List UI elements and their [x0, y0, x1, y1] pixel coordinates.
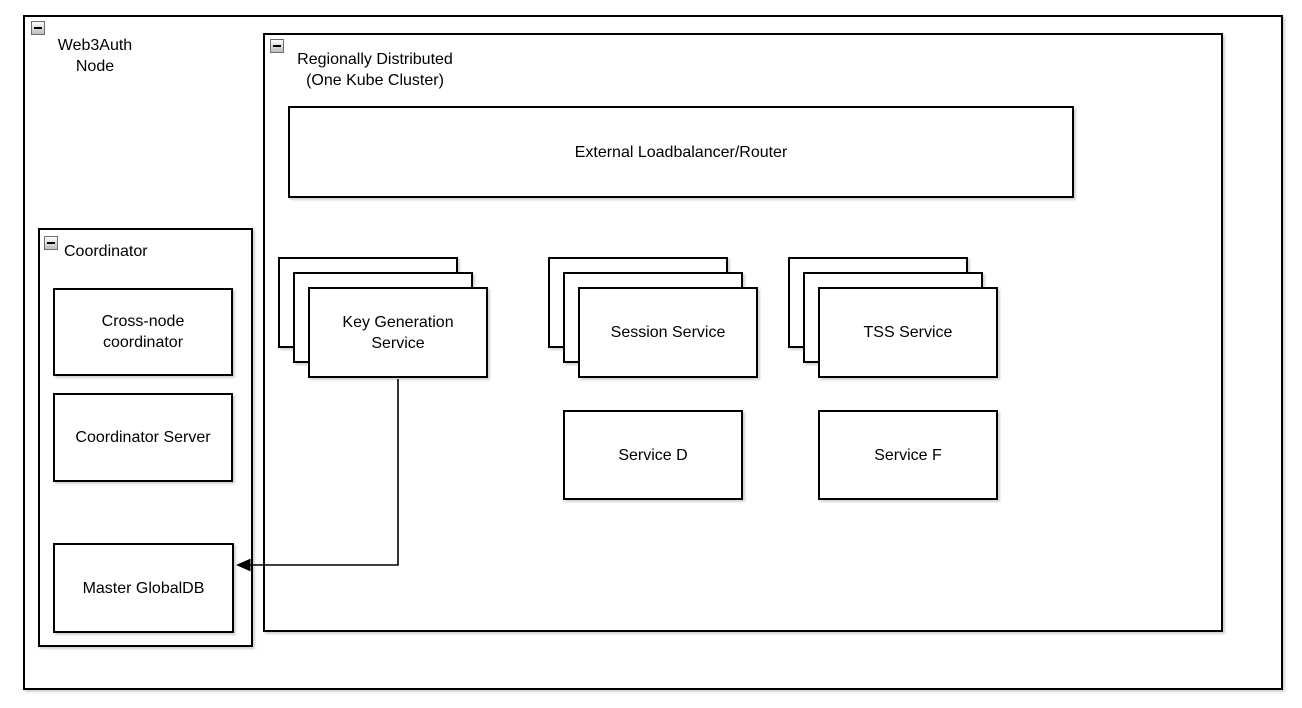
collapse-icon-coordinator[interactable] [44, 236, 58, 250]
node-label: Key Generation Service [342, 313, 454, 352]
node-label: Coordinator Server [75, 429, 211, 446]
node-external-loadbalancer: External Loadbalancer/Router [288, 106, 1074, 198]
group-coordinator: Coordinator Cross-node coordinator Coord… [38, 228, 253, 647]
minus-icon [47, 242, 55, 244]
node-coordinator-server: Coordinator Server [53, 393, 233, 482]
node-session-service: Session Service [578, 287, 758, 378]
node-key-generation-service: Key Generation Service [308, 287, 488, 378]
group-title-web3auth: Web3Auth Node [57, 37, 133, 75]
node-label: External Loadbalancer/Router [574, 143, 788, 161]
collapse-icon-web3auth[interactable] [31, 21, 45, 35]
minus-icon [273, 45, 281, 47]
node-label: Service F [874, 446, 942, 464]
group-title-coordinator: Coordinator [64, 243, 148, 260]
node-tss-service: TSS Service [818, 287, 998, 378]
node-service-f: Service F [818, 410, 998, 500]
group-title-region: Regionally Distributed (One Kube Cluster… [297, 51, 453, 89]
minus-icon [34, 27, 42, 29]
node-label: Master GlobalDB [82, 579, 205, 597]
collapse-icon-region[interactable] [270, 39, 284, 53]
node-label: Session Service [610, 324, 726, 341]
node-master-globaldb: Master GlobalDB [53, 543, 234, 633]
node-label: Service D [618, 446, 688, 464]
node-label: Cross-node coordinator [101, 313, 185, 351]
node-cross-node-coordinator: Cross-node coordinator [53, 288, 233, 376]
group-regionally-distributed: Regionally Distributed (One Kube Cluster… [263, 33, 1223, 632]
node-label: TSS Service [863, 324, 953, 341]
group-web3auth-node: Web3Auth Node Regionally Distributed (On… [23, 15, 1283, 690]
node-service-d: Service D [563, 410, 743, 500]
